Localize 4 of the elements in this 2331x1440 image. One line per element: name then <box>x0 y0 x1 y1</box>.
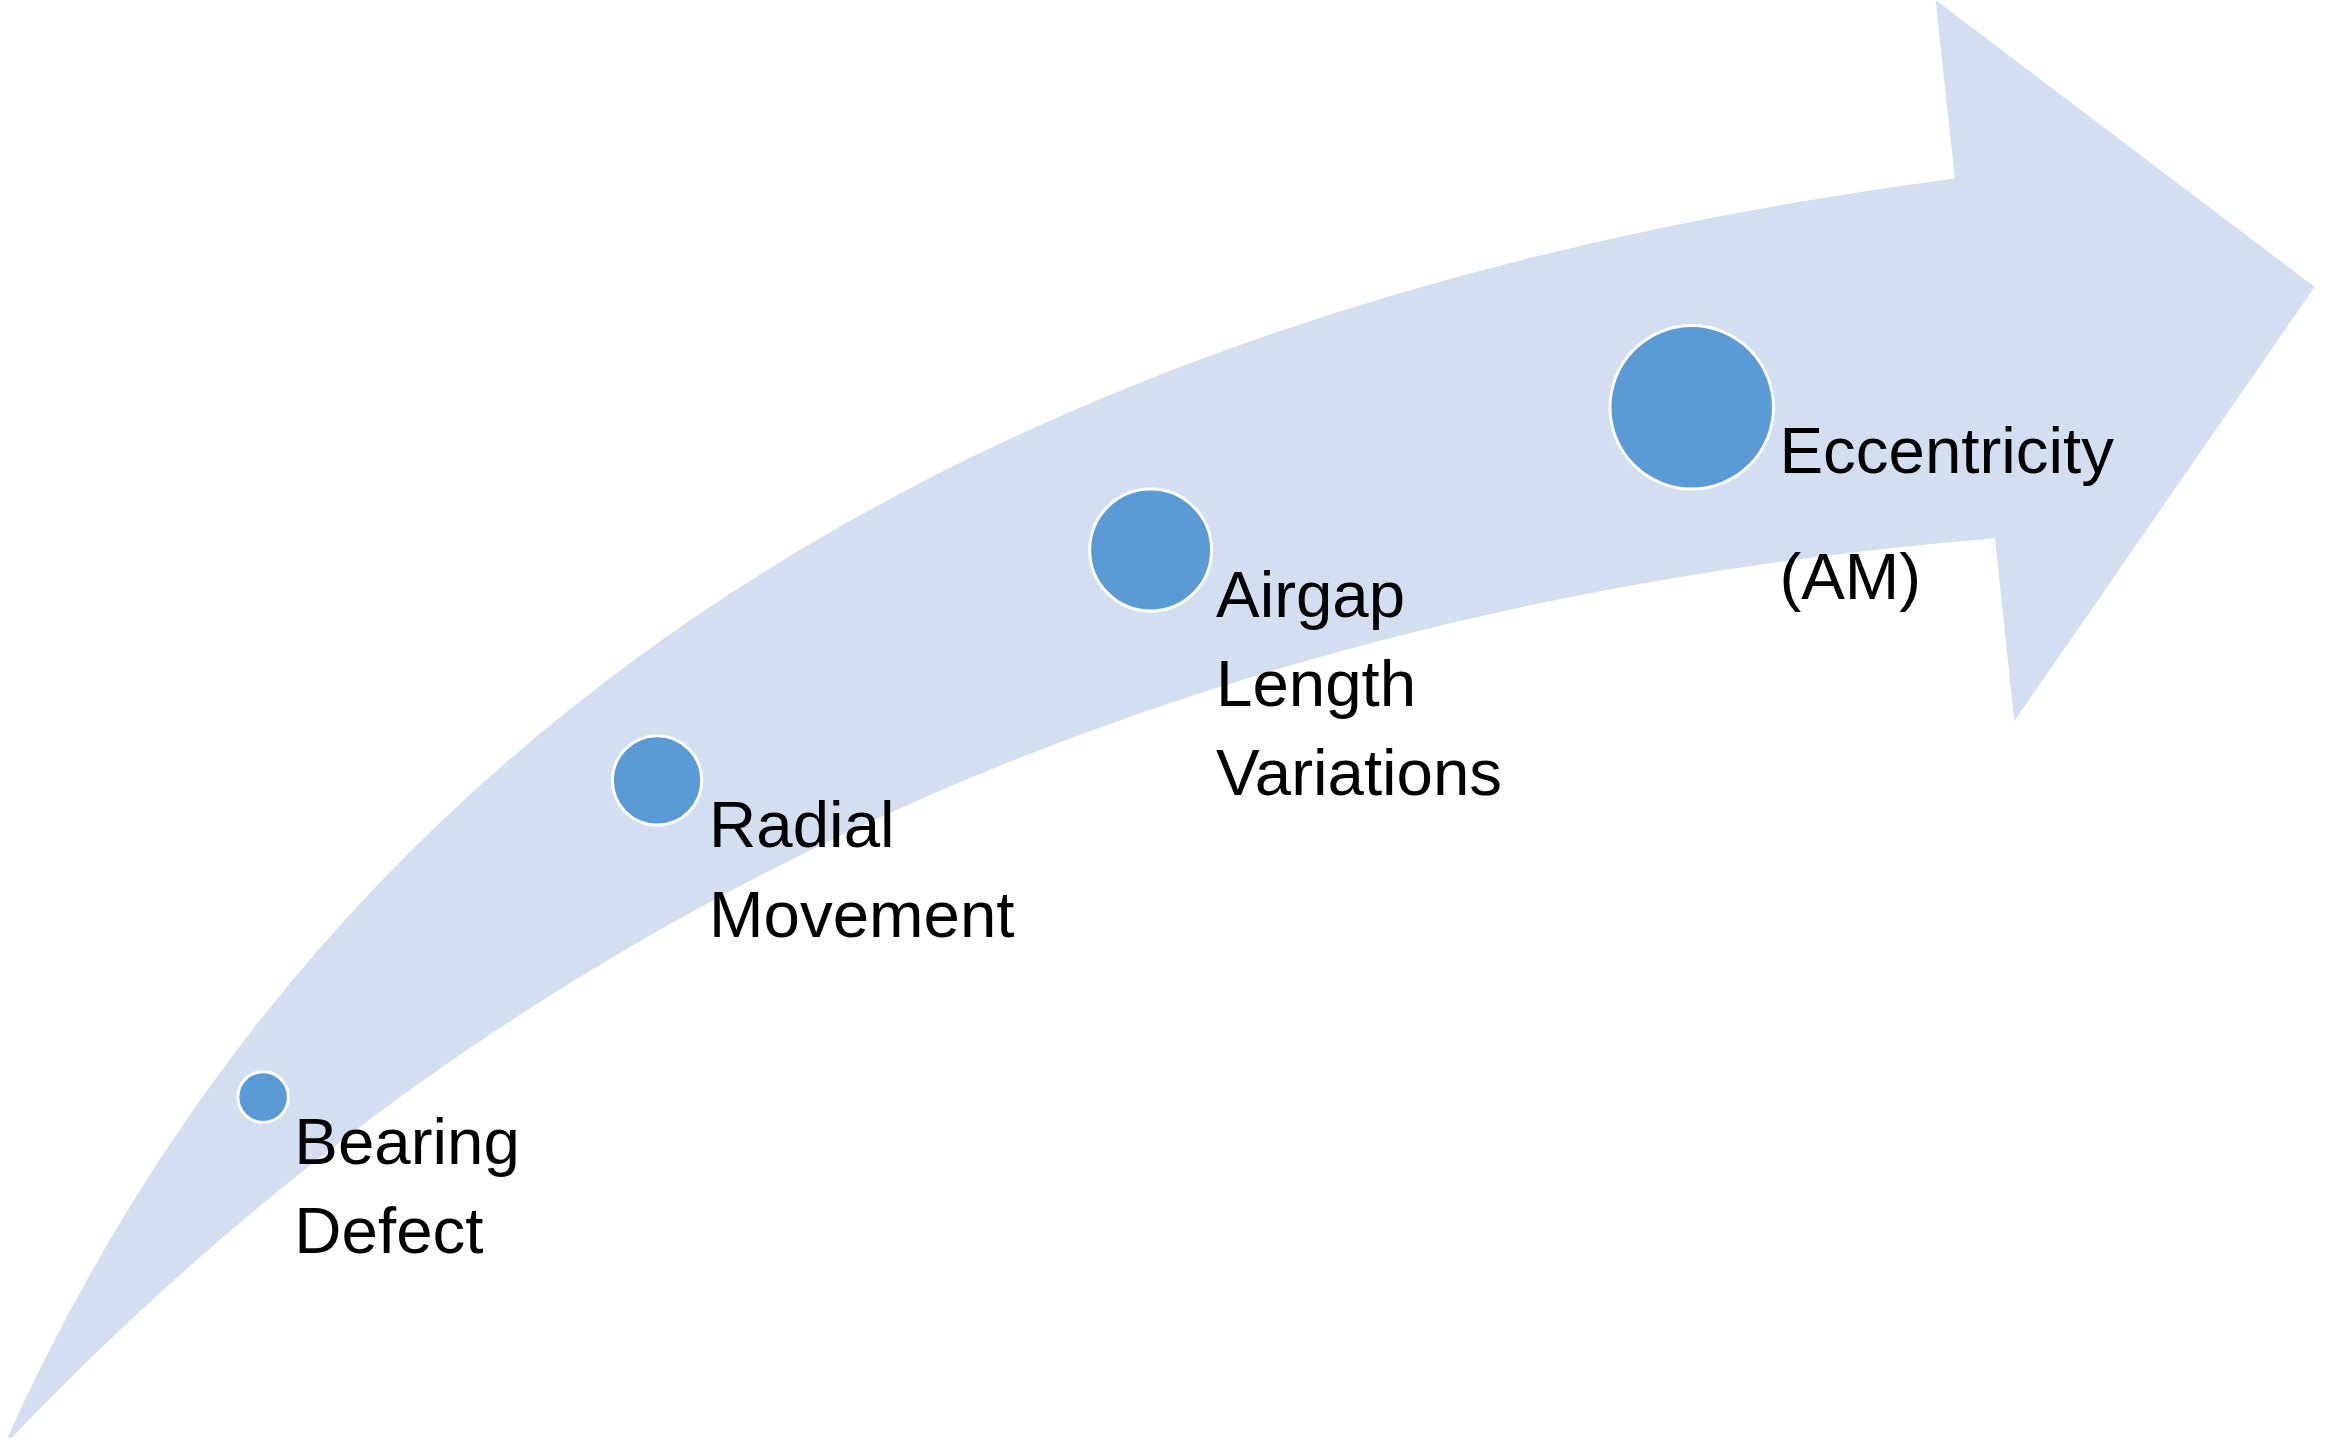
step-label: Eccentricity (AM) <box>1779 412 2114 615</box>
step-label: Radial Movement <box>709 786 1015 952</box>
step-label: Bearing Defect <box>294 1103 520 1269</box>
step-label: Airgap Length Variations <box>1216 556 1503 811</box>
